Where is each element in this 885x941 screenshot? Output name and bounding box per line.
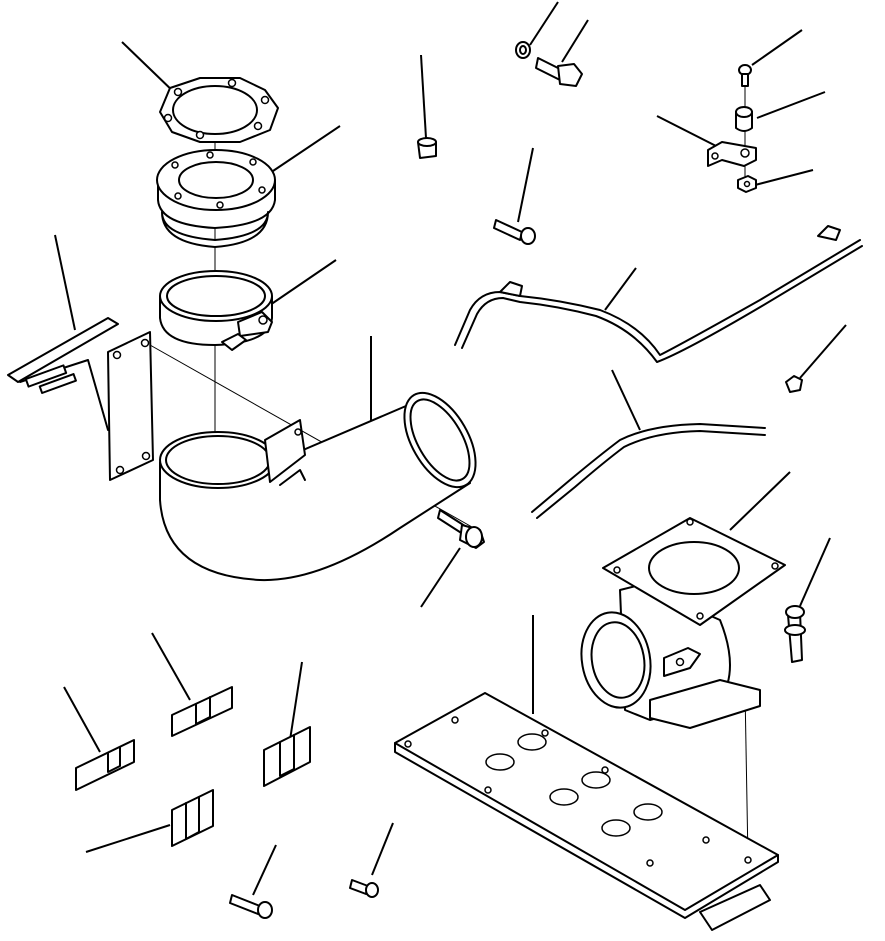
bracket-plate [7, 317, 154, 481]
bolt-small [738, 64, 752, 87]
leader-line-angle-bracket [656, 115, 721, 149]
leader-lines [54, 1, 847, 896]
screw-bottom-left [229, 894, 273, 919]
base-plate [394, 692, 779, 931]
clip-nut [785, 375, 803, 393]
leader-line-flange-bolt [420, 547, 461, 608]
leader-line-shim-4 [85, 824, 171, 853]
spacer [735, 106, 753, 132]
leader-line-shim-1 [63, 686, 101, 753]
elbow-pipe [159, 391, 477, 582]
leader-line-gasket [121, 41, 179, 97]
leader-line-plug [420, 54, 427, 139]
tube-lower [531, 423, 766, 519]
tube-upper [454, 225, 863, 363]
leader-line-tube-upper [604, 267, 637, 311]
leader-line-nut [754, 169, 814, 186]
angle-bracket [707, 141, 757, 167]
leader-line-washer [529, 1, 559, 46]
leader-line-tube-lower [611, 369, 641, 431]
nut [737, 175, 757, 193]
plug [417, 137, 437, 159]
leader-line-bolt-right [799, 537, 831, 607]
bolt-with-washer [515, 41, 583, 87]
shim-3 [263, 726, 311, 787]
shim-4 [171, 789, 214, 847]
leader-line-bolt-top [561, 19, 589, 63]
shim-2 [171, 686, 233, 737]
gasket-6-hole [159, 77, 279, 143]
bolt-right [784, 605, 806, 663]
leader-line-screw [517, 147, 534, 223]
flange-connector [156, 149, 276, 248]
elbow-outlet [580, 517, 786, 729]
leader-line-screw-bl [252, 844, 277, 896]
shim-1 [75, 739, 135, 791]
leader-line-spacer [756, 91, 826, 119]
leader-line-clamp [269, 259, 337, 306]
leader-line-flange [269, 125, 341, 174]
leader-line-clip [799, 324, 847, 379]
leader-line-shim-2 [151, 632, 191, 701]
leader-line-bolt-small [751, 29, 803, 66]
flange-bolt [437, 509, 485, 549]
hose-clamp [159, 270, 273, 351]
leader-line-bracket [54, 234, 76, 331]
leader-line-outlet [729, 471, 791, 531]
leader-line-shim-3 [289, 661, 303, 741]
small-screw [493, 219, 536, 245]
leader-line-screw-bc [371, 822, 394, 876]
screw-bottom-center [349, 879, 379, 898]
assembly-axis-right [744, 689, 749, 861]
